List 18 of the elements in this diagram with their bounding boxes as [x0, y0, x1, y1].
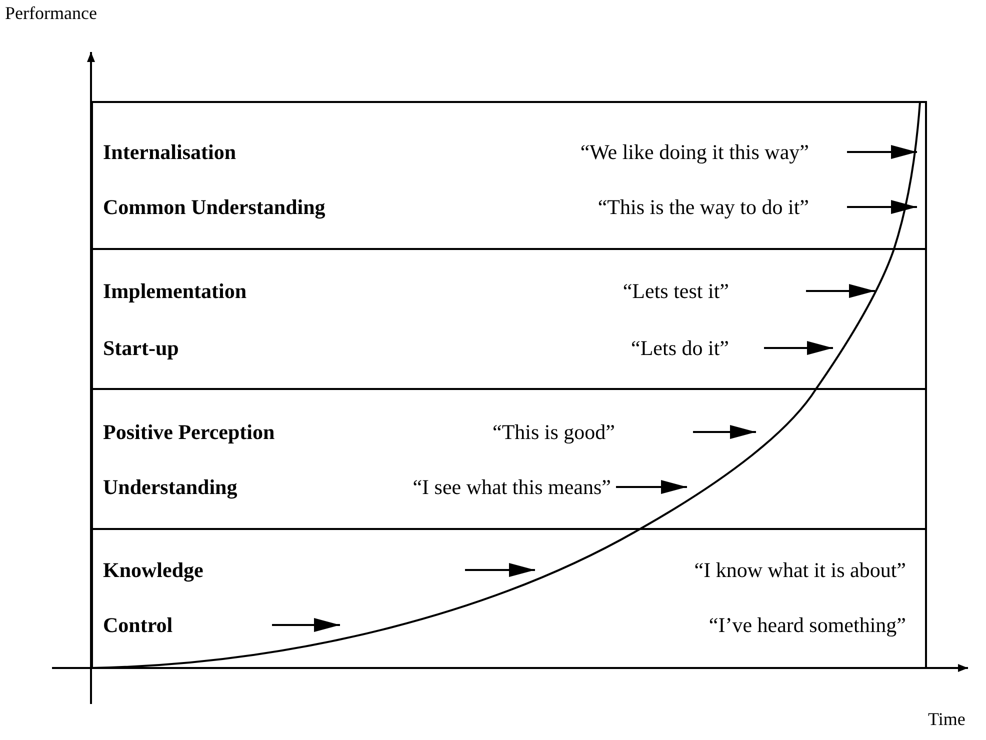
quote: “This is the way to do it” [598, 195, 809, 219]
x-axis-label: Time [928, 708, 966, 730]
quote: “I’ve heard something” [708, 613, 906, 637]
stage-name: Common Understanding [103, 195, 326, 219]
quote: “I know what it is about” [694, 558, 906, 582]
quote: “Lets test it” [622, 279, 729, 303]
y-axis-label: Performance [5, 2, 97, 24]
stage-name: Start-up [103, 336, 179, 360]
stage-name: Understanding [103, 475, 238, 499]
quote: “We like doing it this way” [580, 140, 809, 164]
quote: “I see what this means” [412, 475, 611, 499]
quote: “Lets do it” [631, 336, 729, 360]
stage-name: Knowledge [103, 558, 204, 582]
quote: “This is good” [492, 420, 615, 444]
stage-name: Implementation [103, 279, 246, 303]
stage-name: Control [103, 613, 173, 637]
stage-name: Positive Perception [103, 420, 275, 444]
stage-name: Internalisation [103, 140, 236, 164]
